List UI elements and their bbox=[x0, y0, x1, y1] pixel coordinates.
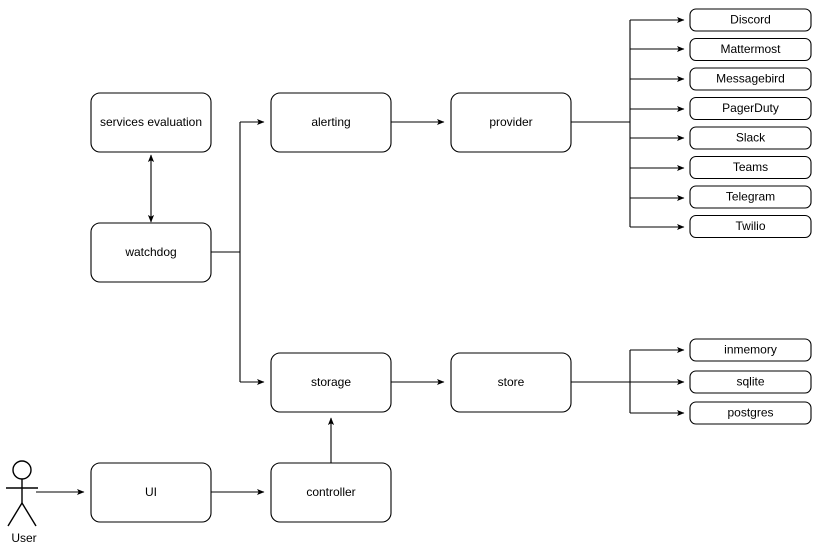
node-services-evaluation-box[interactable] bbox=[90, 92, 212, 153]
node-watchdog-box[interactable] bbox=[90, 222, 212, 283]
leaf-provider-target-7-label: Twilio bbox=[735, 219, 765, 233]
actor-head-icon bbox=[12, 460, 32, 480]
leaf-provider-target-3-box[interactable] bbox=[689, 96, 812, 121]
node-controller-box[interactable] bbox=[270, 462, 392, 523]
node-controller[interactable]: controller bbox=[270, 462, 392, 523]
leaf-provider-target-2-box[interactable] bbox=[689, 67, 812, 91]
leaf-provider-target-4-box[interactable] bbox=[689, 126, 812, 150]
leaf-provider-target-6-box[interactable] bbox=[689, 185, 812, 209]
actor-user: User bbox=[6, 460, 38, 545]
leaf-provider-target-5[interactable]: Teams bbox=[689, 155, 812, 180]
actor-label: User bbox=[11, 531, 36, 545]
leaf-store-target-2[interactable]: postgres bbox=[689, 401, 812, 425]
node-ui-box[interactable] bbox=[90, 462, 212, 523]
node-provider-label: provider bbox=[489, 115, 532, 129]
node-ui-label: UI bbox=[145, 485, 157, 499]
leaf-provider-target-1-box[interactable] bbox=[689, 37, 812, 62]
leaf-store-target-2-label: postgres bbox=[727, 406, 773, 420]
node-provider-box[interactable] bbox=[450, 92, 572, 153]
leaf-provider-target-4-label: Slack bbox=[736, 131, 766, 145]
node-store[interactable]: store bbox=[450, 352, 572, 413]
node-storage-box[interactable] bbox=[270, 352, 392, 413]
leaf-provider-target-3-label: PagerDuty bbox=[722, 101, 779, 115]
leaf-store-target-1-label: sqlite bbox=[736, 375, 764, 389]
leaf-provider-target-2-label: Messagebird bbox=[716, 72, 785, 86]
leaf-provider-target-1-label: Mattermost bbox=[720, 42, 781, 56]
node-services-evaluation-label: services evaluation bbox=[100, 115, 202, 129]
leaf-provider-target-2[interactable]: Messagebird bbox=[689, 67, 812, 91]
node-alerting-box[interactable] bbox=[270, 92, 392, 153]
leaf-store-target-0[interactable]: inmemory bbox=[689, 338, 812, 362]
node-watchdog-label: watchdog bbox=[124, 245, 176, 259]
actor-leg-right bbox=[21, 502, 37, 527]
node-watchdog[interactable]: watchdog bbox=[90, 222, 212, 283]
leaf-provider-target-7[interactable]: Twilio bbox=[689, 214, 812, 239]
leaf-provider-target-0[interactable]: Discord bbox=[689, 8, 812, 32]
node-alerting-label: alerting bbox=[311, 115, 350, 129]
leaf-provider-target-0-box[interactable] bbox=[689, 8, 812, 32]
leaf-provider-target-7-box[interactable] bbox=[689, 214, 812, 239]
leaf-provider-target-5-label: Teams bbox=[733, 160, 768, 174]
node-alerting[interactable]: alerting bbox=[270, 92, 392, 153]
node-store-label: store bbox=[498, 375, 525, 389]
node-storage-label: storage bbox=[311, 375, 351, 389]
leaf-provider-target-1[interactable]: Mattermost bbox=[689, 37, 812, 62]
leaf-store-target-2-box[interactable] bbox=[689, 401, 812, 425]
leaf-provider-target-0-label: Discord bbox=[730, 13, 771, 27]
leaf-store-target-0-label: inmemory bbox=[724, 343, 777, 357]
leaf-store-target-0-box[interactable] bbox=[689, 338, 812, 362]
leaf-store-target-1[interactable]: sqlite bbox=[689, 370, 812, 394]
leaf-provider-target-3[interactable]: PagerDuty bbox=[689, 96, 812, 121]
node-store-box[interactable] bbox=[450, 352, 572, 413]
node-provider[interactable]: provider bbox=[450, 92, 572, 153]
leaf-provider-target-6[interactable]: Telegram bbox=[689, 185, 812, 209]
leaf-provider-target-4[interactable]: Slack bbox=[689, 126, 812, 150]
node-services-evaluation[interactable]: services evaluation bbox=[90, 92, 212, 153]
node-controller-label: controller bbox=[306, 485, 355, 499]
node-ui[interactable]: UI bbox=[90, 462, 212, 523]
actor-leg-left bbox=[7, 502, 23, 527]
leaf-provider-target-6-label: Telegram bbox=[726, 190, 775, 204]
leaf-store-target-1-box[interactable] bbox=[689, 370, 812, 394]
node-storage[interactable]: storage bbox=[270, 352, 392, 413]
leaf-provider-target-5-box[interactable] bbox=[689, 155, 812, 180]
